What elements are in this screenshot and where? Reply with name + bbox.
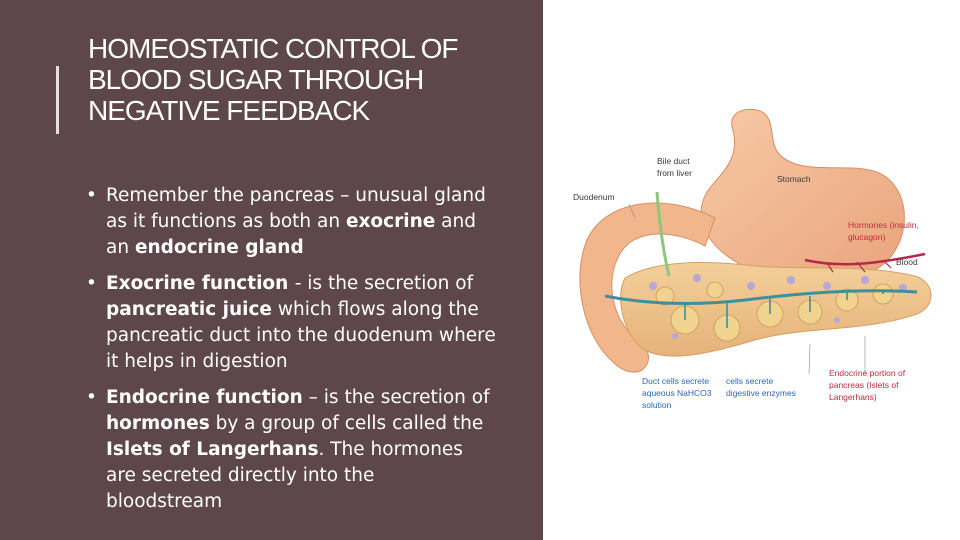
duodenum-shape [579,202,716,373]
label-duct-cells: aqueous NaHCO3 [642,388,712,398]
stomach-shape [700,108,905,284]
bullet-text: Endocrine function – is the secretion of… [106,387,490,512]
label-stomach: Stomach [777,174,811,184]
label-enzyme-cells: cells secrete [726,376,774,386]
label-duct-cells: Duct cells secrete [642,376,709,386]
bullet-item: • Exocrine function - is the secretion of… [86,271,496,375]
text-run: by a group of cells called the [209,413,484,434]
bile-duct [655,191,671,277]
blood-vessel [804,252,926,266]
label-bile-duct: from liver [657,168,692,178]
pancreas-diagram: Bile duct from liver Stomach Duodenum Ho… [573,108,932,410]
bullet-dot: • [86,185,97,206]
pancreatic-duct [604,289,918,305]
label-pointers [628,203,866,375]
islet-dots [649,274,907,339]
duct-branches [684,290,884,328]
label-endocrine-portion: Endocrine portion of [829,368,906,378]
blood-vessel-branches [826,259,892,273]
bullet-text: Remember the pancreas – unusual gland as… [106,185,486,258]
bold-run: Endocrine function [106,387,303,408]
label-hormones: Hormones (insulin, [848,220,919,230]
label-enzyme-cells: digestive enzymes [726,388,796,398]
text-run: . The hormones are secreted directly int… [106,439,463,512]
text-run: which flows along the pancreatic duct in… [106,299,496,372]
bullet-item: • Remember the pancreas – unusual gland a… [86,183,496,261]
text-panel: HOMEOSTATIC CONTROL OF BLOOD SUGAR THROU… [0,0,543,540]
label-endocrine-portion: Langerhans) [829,392,877,402]
bullet-item: • Endocrine function – is the secretion o… [86,385,496,515]
bullet-dot: • [86,387,97,408]
text-run: and an [106,211,476,258]
text-run: Remember the pancreas – unusual gland as… [106,185,486,232]
label-blood: Blood [896,257,918,267]
bold-run: endocrine gland [134,237,304,258]
bold-run: Exocrine function [106,273,295,294]
bold-run: pancreatic juice [106,299,272,320]
title-accent-bar [56,66,59,134]
bullet-list: • Remember the pancreas – unusual gland a… [86,183,496,525]
bold-run: hormones [106,413,210,434]
bullet-text: Exocrine function - is the secretion of … [106,273,496,372]
bold-run: exocrine [345,211,436,232]
label-bile-duct: Bile duct [657,156,690,166]
bullet-dot: • [86,273,97,294]
bold-run: Islets of Langerhans [106,439,319,460]
text-run: - is the secretion of [294,273,474,294]
label-duct-cells: solution [642,400,672,410]
label-endocrine-portion: pancreas (Islets of [829,380,899,390]
label-hormones: glucagon) [848,232,886,242]
text-run: – is the secretion of [302,387,490,408]
label-duodenum: Duodenum [573,192,615,202]
slide-title: HOMEOSTATIC CONTROL OF BLOOD SUGAR THROU… [88,33,458,126]
